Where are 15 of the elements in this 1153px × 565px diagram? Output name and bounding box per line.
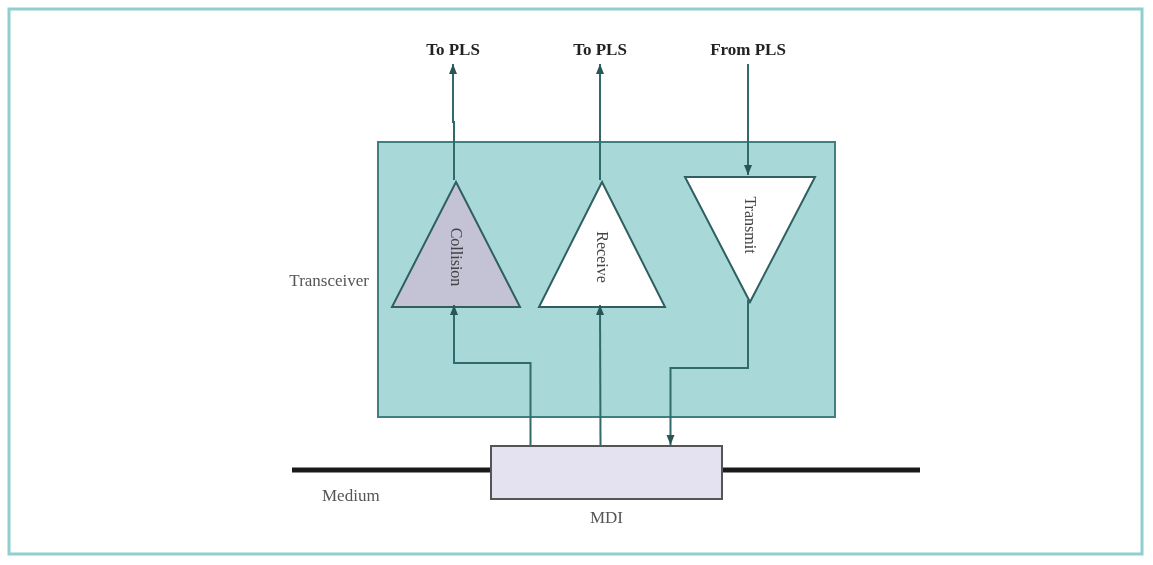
amplifier-label: Transmit: [741, 195, 759, 254]
signal-label: To PLS: [573, 40, 627, 60]
amplifier-label: Collision: [447, 227, 465, 287]
amplifier-label: Receive: [593, 231, 611, 283]
arrow: [744, 63, 752, 176]
arrow: [596, 63, 604, 181]
arrow: [449, 63, 457, 181]
arrow: [450, 304, 532, 446]
medium-label: Medium: [322, 486, 380, 506]
signal-label: From PLS: [710, 40, 786, 60]
box-label: Transceiver: [289, 271, 369, 291]
signal-label: To PLS: [426, 40, 480, 60]
box-label: MDI: [589, 508, 624, 528]
arrow: [596, 304, 605, 446]
arrow: [666, 299, 749, 446]
